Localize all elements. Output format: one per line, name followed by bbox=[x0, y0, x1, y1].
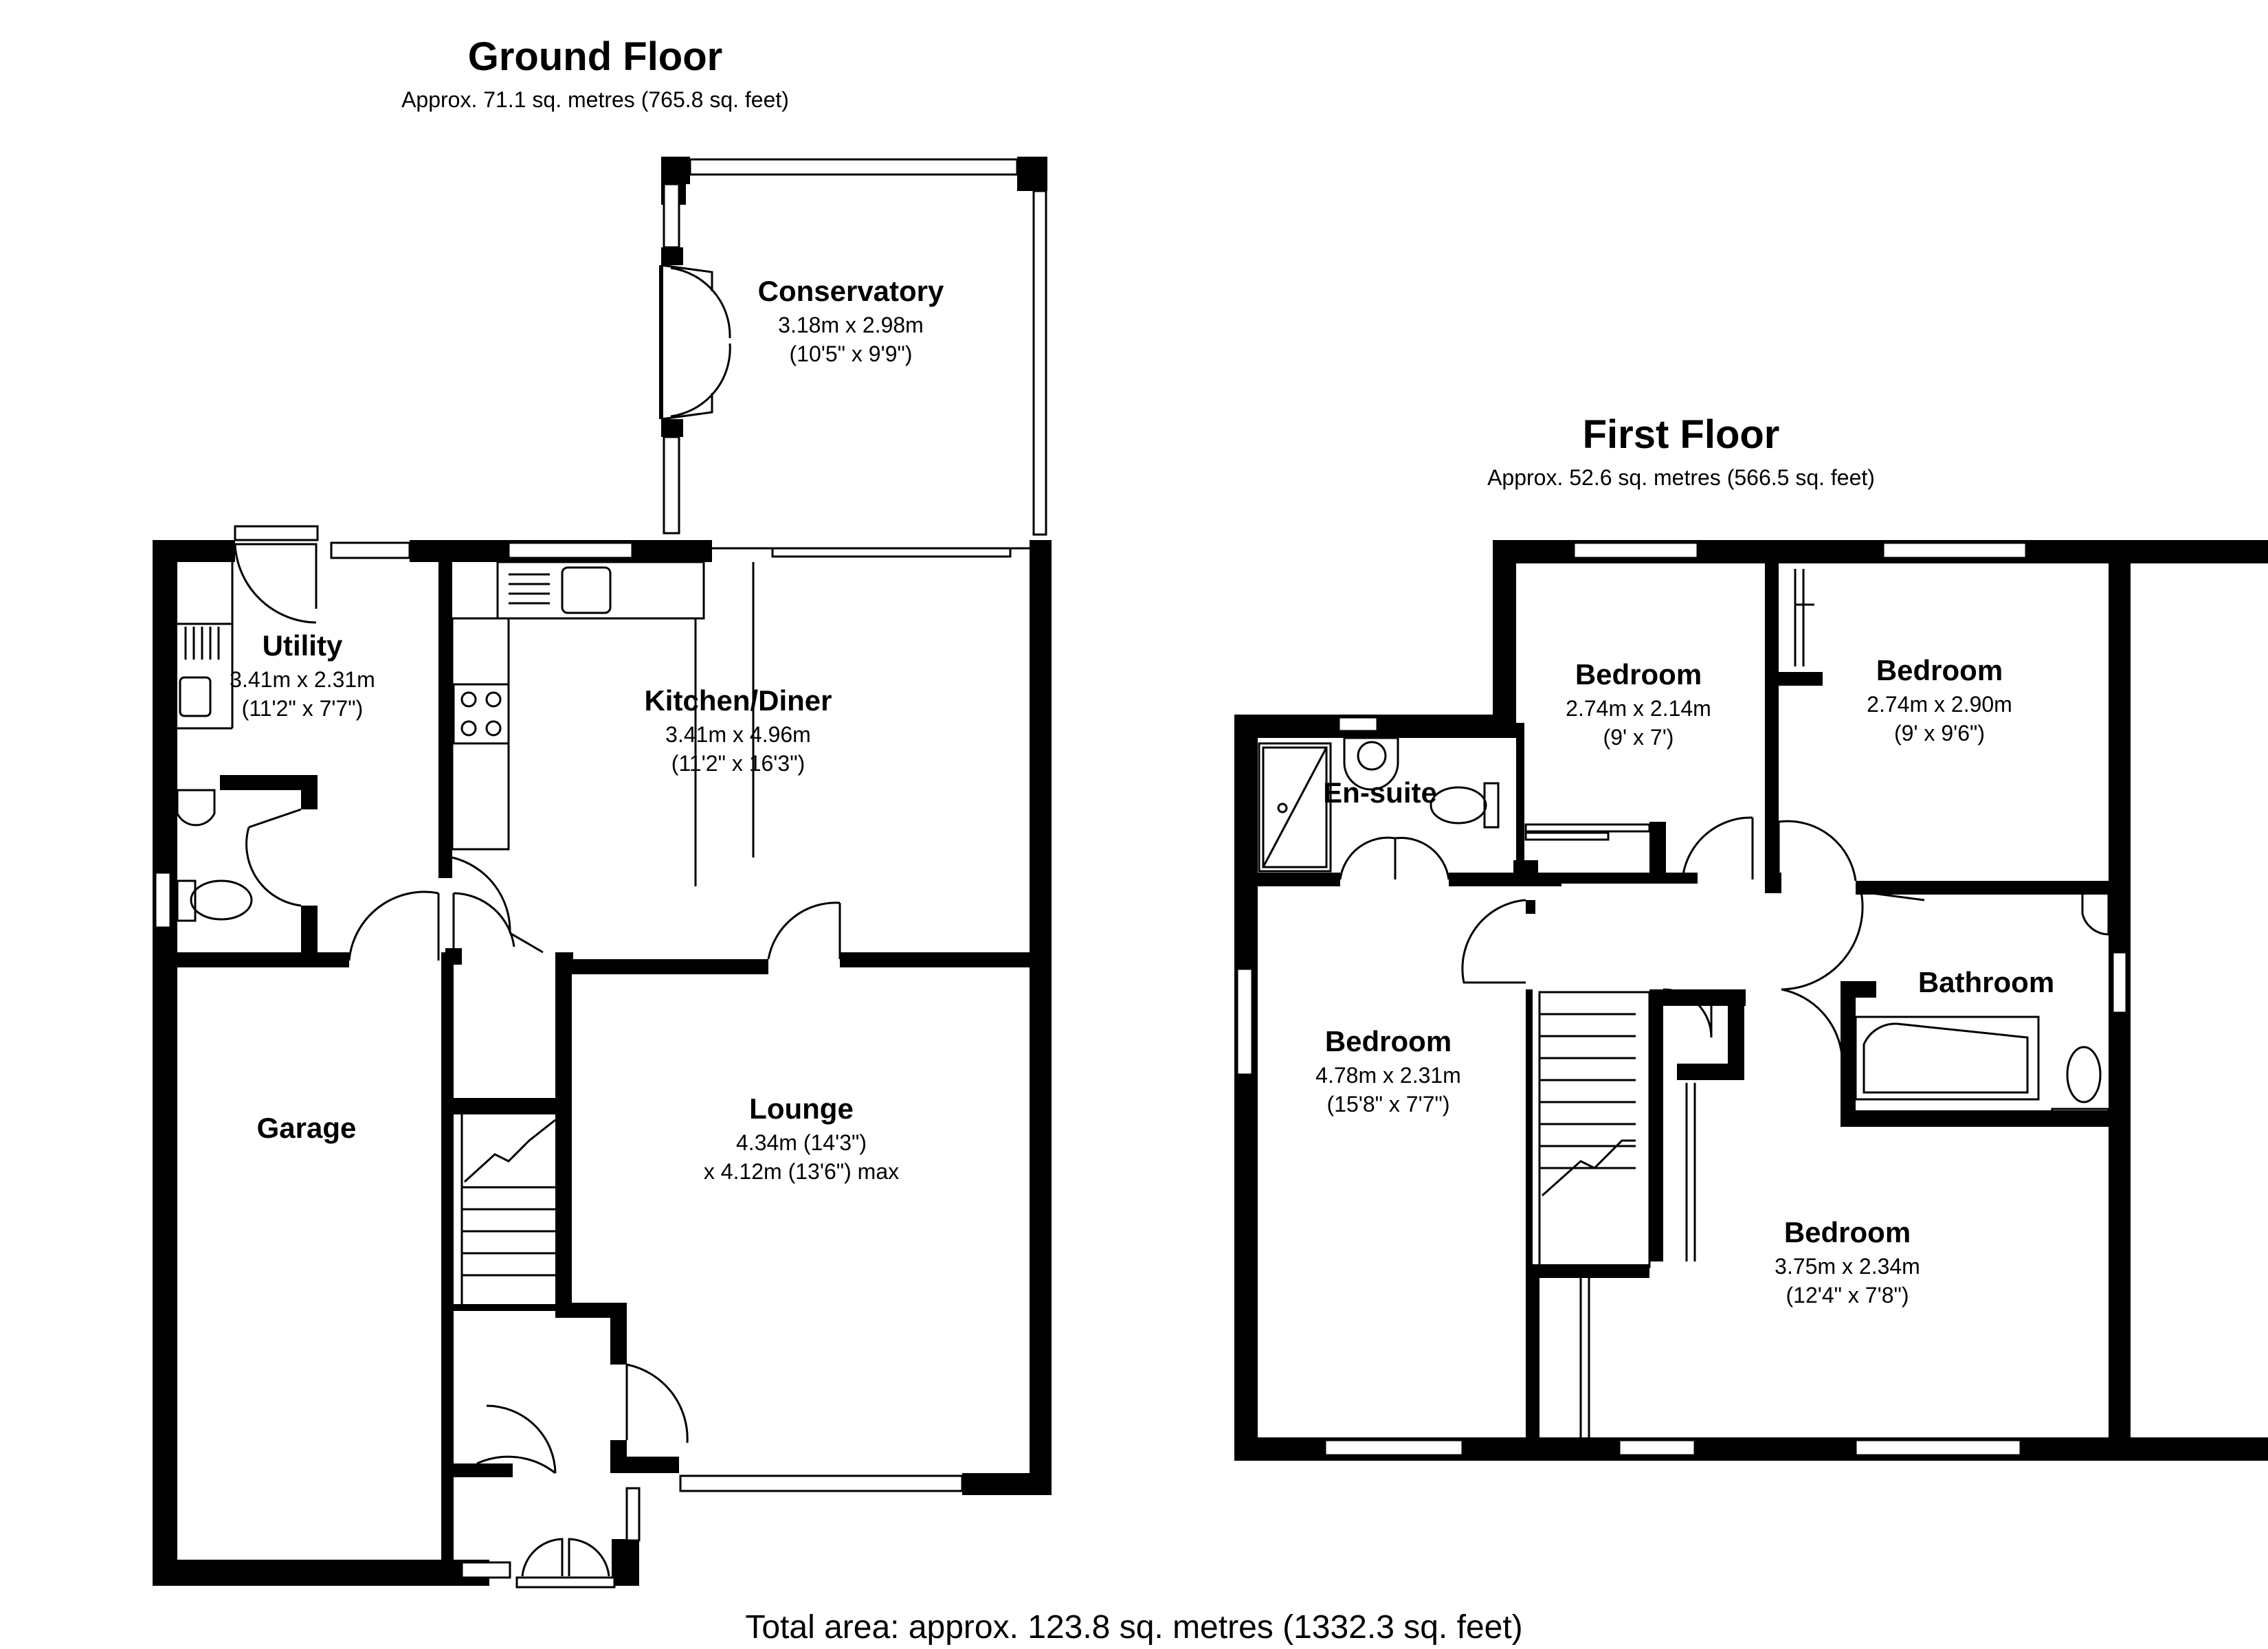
landing-front-window bbox=[1618, 1439, 1696, 1457]
back-right-bedroom-name: Bedroom bbox=[1876, 654, 2003, 686]
kitchen-sink bbox=[561, 566, 612, 614]
hall-lounge-door bbox=[625, 1363, 689, 1444]
hall-door-left bbox=[452, 892, 515, 962]
bathroom-window bbox=[2111, 951, 2128, 1014]
master-bedroom-door bbox=[1461, 899, 1526, 984]
master-bedroom-name: Bedroom bbox=[1325, 1025, 1452, 1057]
first-floor-windows bbox=[1236, 541, 2128, 1457]
ground-floor-walls bbox=[153, 157, 1052, 1586]
conservatory-left-window-lower bbox=[663, 436, 680, 535]
wc-window bbox=[154, 871, 172, 929]
ensuite-window bbox=[1337, 716, 1379, 732]
kitchen-sliding-door bbox=[771, 547, 1012, 558]
porch-window bbox=[625, 1487, 641, 1542]
wc-door bbox=[245, 808, 302, 907]
utility-name: Utility bbox=[263, 629, 343, 662]
back-right-bedroom-window bbox=[1882, 541, 2027, 559]
front-right-bedroom-window bbox=[1854, 1439, 2022, 1457]
master-bedroom-front-window bbox=[1324, 1439, 1464, 1457]
master-bedroom-dim-imperial: (15'8" x 7'7") bbox=[1326, 1092, 1449, 1117]
bathroom-name: Bathroom bbox=[1918, 966, 2054, 998]
conservatory-dim-metric: 3.18m x 2.98m bbox=[778, 313, 924, 337]
lounge-dim-imperial: x 4.12m (13'6") max bbox=[704, 1159, 899, 1184]
conservatory-top-window bbox=[689, 158, 1019, 176]
ground-floor-labels: Ground Floor Approx. 71.1 sq. metres (76… bbox=[230, 34, 944, 1184]
small-bedroom-window bbox=[1572, 541, 1699, 559]
utility-window bbox=[330, 541, 411, 559]
utility-back-door bbox=[234, 543, 318, 624]
utility-sink bbox=[179, 676, 212, 717]
kitchen-worktop-top bbox=[496, 561, 705, 620]
ensuite-name: En-suite bbox=[1323, 776, 1437, 809]
kitchen-hall-door bbox=[452, 856, 544, 954]
kitchen-dim-metric: 3.41m x 4.96m bbox=[665, 722, 811, 747]
front-right-bedroom-dim-metric: 3.75m x 2.34m bbox=[1775, 1254, 1920, 1279]
back-right-bedroom-dim-imperial: (9' x 9'6") bbox=[1894, 721, 1985, 745]
small-bedroom-door bbox=[1681, 816, 1754, 880]
bathroom-door bbox=[1781, 890, 1925, 1056]
conservatory-right-window bbox=[1032, 190, 1047, 536]
kitchen-hob bbox=[452, 683, 510, 745]
porch-inner-door-swing bbox=[486, 1404, 557, 1474]
kitchen-name: Kitchen/Diner bbox=[644, 684, 832, 717]
first-floor-title: First Floor bbox=[1583, 412, 1780, 457]
lounge-door bbox=[767, 901, 841, 960]
ground-floor-fixtures bbox=[176, 264, 1030, 1577]
bathroom-toilet bbox=[2066, 1046, 2102, 1103]
utility-dim-imperial: (11'2" x 7'7") bbox=[242, 696, 364, 721]
first-floor-fixtures bbox=[1258, 569, 2110, 1437]
kitchen-dim-imperial: (11'2" x 16'3") bbox=[671, 751, 805, 776]
kitchen-worktop-left bbox=[451, 617, 510, 851]
lounge-dim-metric: 4.34m (14'3") bbox=[736, 1130, 867, 1155]
kitchen-window bbox=[507, 541, 634, 559]
ensuite-door bbox=[1339, 836, 1450, 880]
conservatory-french-door bbox=[660, 264, 731, 420]
ground-floor-area: Approx. 71.1 sq. metres (765.8 sq. feet) bbox=[401, 87, 789, 112]
back-right-bedroom-dim-metric: 2.74m x 2.90m bbox=[1867, 692, 2012, 717]
total-area: Total area: approx. 123.8 sq. metres (13… bbox=[745, 1609, 1522, 1646]
wc-basin bbox=[176, 789, 216, 827]
lounge-window bbox=[679, 1474, 964, 1492]
porch-inner-door bbox=[476, 1455, 556, 1477]
cupboard-door bbox=[1663, 988, 1713, 1038]
front-door-frame bbox=[515, 1576, 616, 1589]
first-floor-stairs bbox=[1538, 991, 1651, 1268]
small-bedroom-name: Bedroom bbox=[1575, 658, 1702, 691]
master-bedroom-dim-metric: 4.78m x 2.31m bbox=[1315, 1063, 1461, 1088]
conservatory-dim-imperial: (10'5" x 9'9") bbox=[789, 341, 912, 366]
ground-floor-title: Ground Floor bbox=[468, 34, 723, 79]
lounge-name: Lounge bbox=[749, 1092, 854, 1125]
ensuite-shower bbox=[1258, 742, 1332, 873]
master-bedroom-side-window bbox=[1236, 967, 1254, 1076]
ensuite-basin bbox=[1343, 737, 1399, 791]
front-right-bedroom-dim-imperial: (12'4" x 7'8") bbox=[1786, 1283, 1909, 1308]
first-floor-area: Approx. 52.6 sq. metres (566.5 sq. feet) bbox=[1487, 465, 1875, 490]
ensuite-toilet bbox=[1430, 786, 1487, 824]
first-floor-plan bbox=[1234, 540, 2268, 1461]
bathroom-basin bbox=[2081, 892, 2110, 936]
conservatory-left-window-upper bbox=[663, 183, 680, 249]
front-door bbox=[521, 1538, 610, 1577]
utility-door bbox=[348, 890, 440, 961]
front-right-bedroom-name: Bedroom bbox=[1784, 1216, 1911, 1248]
small-bedroom-dim-imperial: (9' x 7') bbox=[1603, 725, 1674, 750]
wc-toilet bbox=[190, 879, 253, 921]
porch-front-window bbox=[460, 1561, 511, 1579]
back-right-bedroom-door bbox=[1777, 820, 1857, 882]
ground-floor-stairs bbox=[460, 1114, 556, 1304]
ground-floor-plan bbox=[153, 157, 1052, 1589]
ground-floor-windows bbox=[154, 158, 1047, 1589]
utility-dim-metric: 3.41m x 2.31m bbox=[230, 667, 375, 692]
conservatory-name: Conservatory bbox=[758, 275, 944, 307]
small-bedroom-dim-metric: 2.74m x 2.14m bbox=[1566, 696, 1711, 721]
bathroom-bath bbox=[1854, 1016, 2040, 1101]
first-floor-labels: First Floor Approx. 52.6 sq. metres (566… bbox=[1315, 412, 2054, 1308]
garage-name: Garage bbox=[257, 1112, 357, 1144]
